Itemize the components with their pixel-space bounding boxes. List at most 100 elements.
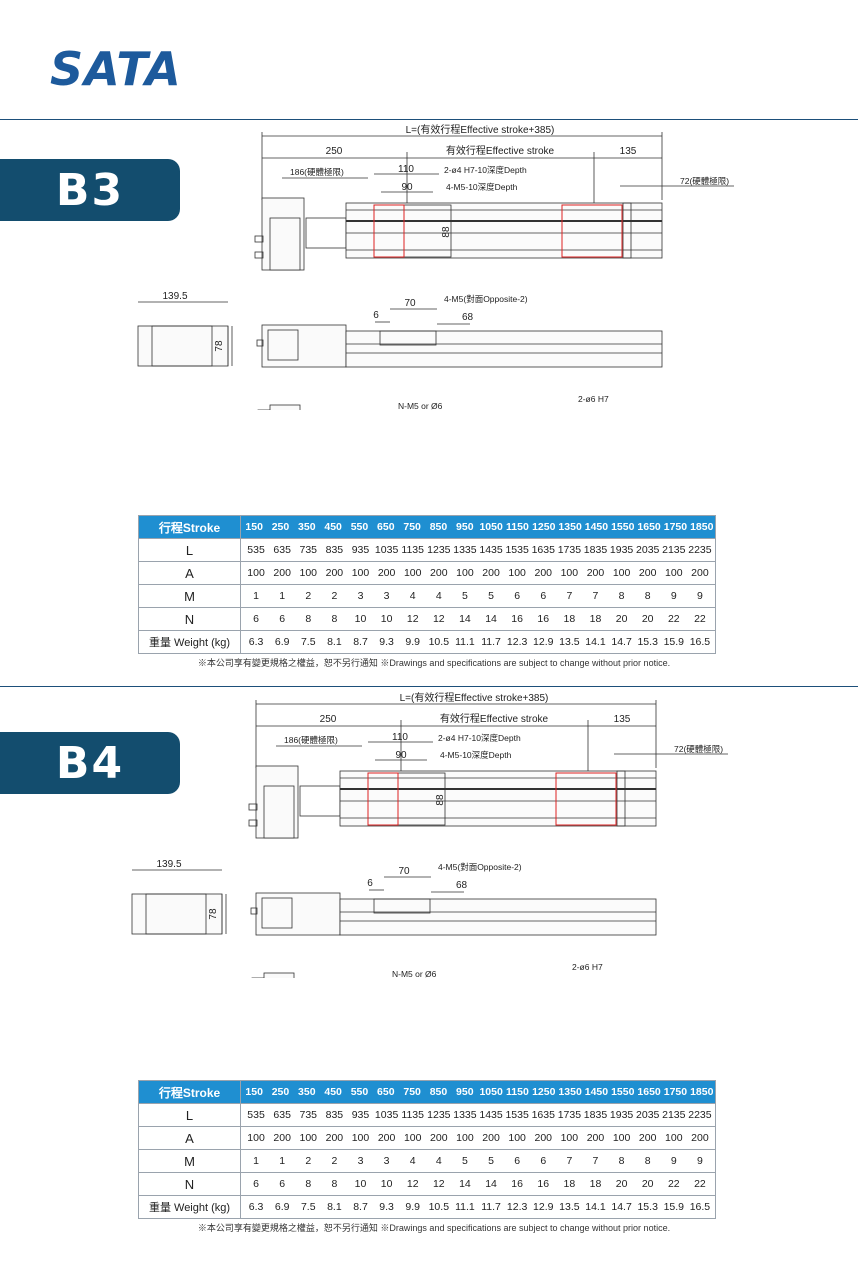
cell-value: 2 xyxy=(305,590,312,602)
cell-value: 16 xyxy=(537,1178,550,1190)
cell-value: 9.3 xyxy=(379,1201,394,1213)
cell-value: 100 xyxy=(456,1132,474,1144)
dimension-label: 2-ø6 H7 xyxy=(572,962,603,972)
cell-value: 735 xyxy=(299,1109,318,1121)
dimension-label: 139.5 xyxy=(162,291,187,302)
cell-value: 100 xyxy=(247,1132,265,1144)
cell-value: 10 xyxy=(380,1178,393,1190)
row-label: M xyxy=(138,1149,241,1173)
dimension-label: 有效行程Effective stroke xyxy=(446,144,555,157)
stroke-value: 750 xyxy=(403,1086,421,1098)
cell-value: 5 xyxy=(462,1155,468,1167)
cell-value: 1435 xyxy=(479,544,503,556)
dim-overall-length: L=(有效行程Effective stroke+385) xyxy=(400,691,549,704)
cell-value: 6 xyxy=(279,1178,286,1190)
cell-value: 12 xyxy=(432,613,445,625)
cell-value: 20 xyxy=(615,1178,628,1190)
cell-value: 22 xyxy=(694,1178,706,1190)
cell-value: 100 xyxy=(560,567,579,579)
cell-value: 100 xyxy=(299,1132,318,1144)
cell-value: 14 xyxy=(485,613,497,625)
cell-value: 1735 xyxy=(557,1109,582,1121)
dimension-label: 88 xyxy=(435,794,446,806)
dimension-label: 70 xyxy=(398,866,410,877)
cell-value: 5 xyxy=(462,590,468,602)
cell-value: 635 xyxy=(273,1109,291,1121)
cell-value: 12 xyxy=(406,613,419,625)
cell-value: 100 xyxy=(612,567,631,579)
cell-value: 1535 xyxy=(505,544,529,556)
cell-value: 7 xyxy=(566,590,573,602)
cell-value: 12.9 xyxy=(533,1201,554,1213)
cell-value: 1735 xyxy=(557,544,582,556)
cell-value: 6 xyxy=(540,1155,547,1167)
cell-value: 14 xyxy=(459,613,471,625)
dimension-label: 139.5 xyxy=(156,859,181,870)
cell-value: 4 xyxy=(409,1155,416,1167)
cell-value: 11.7 xyxy=(481,636,501,648)
cell-value: 1 xyxy=(279,1155,286,1167)
cell-value: 8.1 xyxy=(327,1201,342,1213)
stroke-value: 1650 xyxy=(637,1086,661,1098)
cell-value: 5 xyxy=(488,590,494,602)
cell-value: 8 xyxy=(305,613,312,625)
section-tab-b4: B4 xyxy=(0,732,180,794)
cell-value: 8.1 xyxy=(327,636,342,648)
cell-value: 2 xyxy=(331,590,338,602)
cell-value: 13.5 xyxy=(559,1201,580,1213)
cell-value: 6 xyxy=(514,1155,521,1167)
cell-value: 6.3 xyxy=(248,1201,264,1213)
cell-value: 14.1 xyxy=(585,636,606,648)
cell-value: 1 xyxy=(253,590,259,602)
stroke-value: 550 xyxy=(350,521,369,533)
cell-value: 14.7 xyxy=(611,1201,632,1213)
dimension-label: 90 xyxy=(401,182,413,193)
cell-value: 6 xyxy=(253,613,259,625)
cell-value: 935 xyxy=(351,1109,370,1121)
cell-value: 735 xyxy=(299,544,318,556)
cell-value: 14 xyxy=(485,1178,497,1190)
dimension-label: 250 xyxy=(320,714,337,725)
section-tab-b3: B3 xyxy=(0,159,180,221)
cell-value: 2 xyxy=(305,1155,312,1167)
dimension-label: 110 xyxy=(392,732,408,743)
cell-value: 8 xyxy=(331,613,338,625)
cell-value: 100 xyxy=(456,567,474,579)
cell-value: 9.3 xyxy=(379,636,394,648)
cell-value: 8 xyxy=(618,1155,625,1167)
cell-value: 16.5 xyxy=(689,636,711,648)
dimension-label: 90 xyxy=(395,750,407,761)
stroke-value: 1350 xyxy=(558,1086,582,1098)
cell-value: 2235 xyxy=(688,544,712,556)
cell-value: 3 xyxy=(357,590,364,602)
stroke-value: 1850 xyxy=(690,521,714,533)
dimension-label: 135 xyxy=(614,714,631,725)
cell-value: 3 xyxy=(357,1155,364,1167)
row-label: L xyxy=(138,1103,241,1127)
cell-value: 200 xyxy=(377,567,396,579)
dimension-label: 72(硬體極限) xyxy=(674,744,723,754)
cell-value: 100 xyxy=(247,567,265,579)
cell-value: 6 xyxy=(253,1178,259,1190)
row-label: L xyxy=(138,538,241,562)
cell-value: 200 xyxy=(534,567,553,579)
cell-value: 1035 xyxy=(374,544,399,556)
dimension-label: 2-ø4 H7-10深度Depth xyxy=(444,165,527,175)
cell-value: 200 xyxy=(638,567,657,579)
cell-value: 22 xyxy=(667,613,680,625)
dimension-label: 72(硬體極限) xyxy=(680,176,729,186)
dimension-label: 6 xyxy=(367,878,373,889)
cell-value: 200 xyxy=(377,1132,396,1144)
cell-value: 535 xyxy=(247,1109,265,1121)
cell-value: 16 xyxy=(537,613,550,625)
cell-value: 100 xyxy=(351,567,370,579)
dimension-label: 2-ø6 H7 xyxy=(578,394,609,404)
cell-value: 13.5 xyxy=(559,636,580,648)
cell-value: 12.9 xyxy=(533,636,554,648)
cell-value: 9 xyxy=(670,590,677,602)
